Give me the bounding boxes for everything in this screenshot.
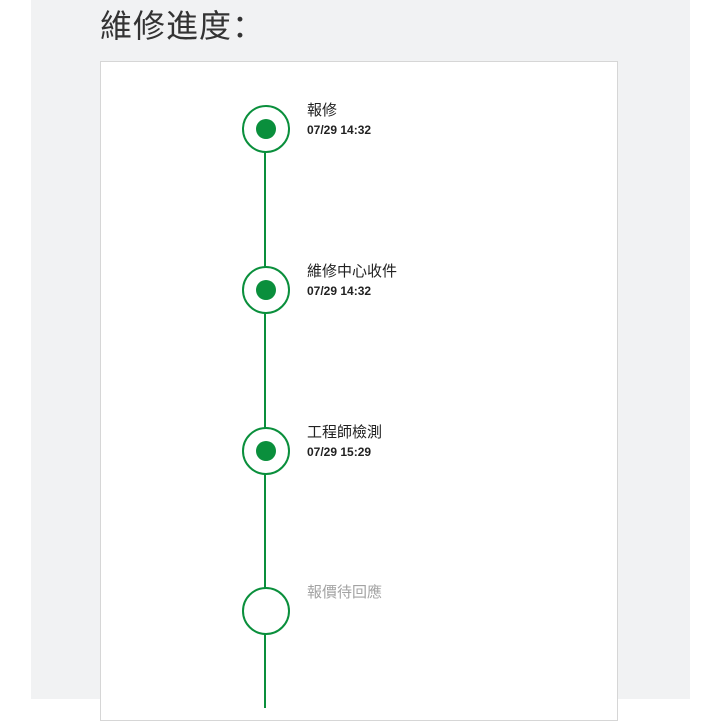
- step-dot: [256, 441, 276, 461]
- step-time: 07/29 14:32: [307, 284, 372, 298]
- progress-card: [100, 61, 618, 721]
- step-dot: [256, 280, 276, 300]
- step-completed-icon: [242, 105, 290, 153]
- step-time: 07/29 15:29: [307, 445, 372, 459]
- page-title: 維修進度：: [100, 7, 266, 45]
- step-label: 工程師檢測: [307, 423, 383, 441]
- step-label: 維修中心收件: [307, 262, 398, 280]
- step-completed-icon: [242, 427, 290, 475]
- step-label: 報修: [307, 101, 338, 119]
- timeline-step-quote-pending: 報價待回應: [242, 583, 602, 637]
- step-pending-icon: [242, 587, 290, 635]
- timeline-step-repair-request: 報修 07/29 14:32: [242, 101, 602, 155]
- step-completed-icon: [242, 266, 290, 314]
- timeline-step-service-center-received: 維修中心收件 07/29 14:32: [242, 262, 602, 316]
- step-label: 報價待回應: [307, 583, 383, 601]
- step-dot: [256, 119, 276, 139]
- timeline-line: [264, 128, 266, 708]
- step-time: 07/29 14:32: [307, 123, 372, 137]
- timeline-step-engineer-inspection: 工程師檢測 07/29 15:29: [242, 423, 602, 477]
